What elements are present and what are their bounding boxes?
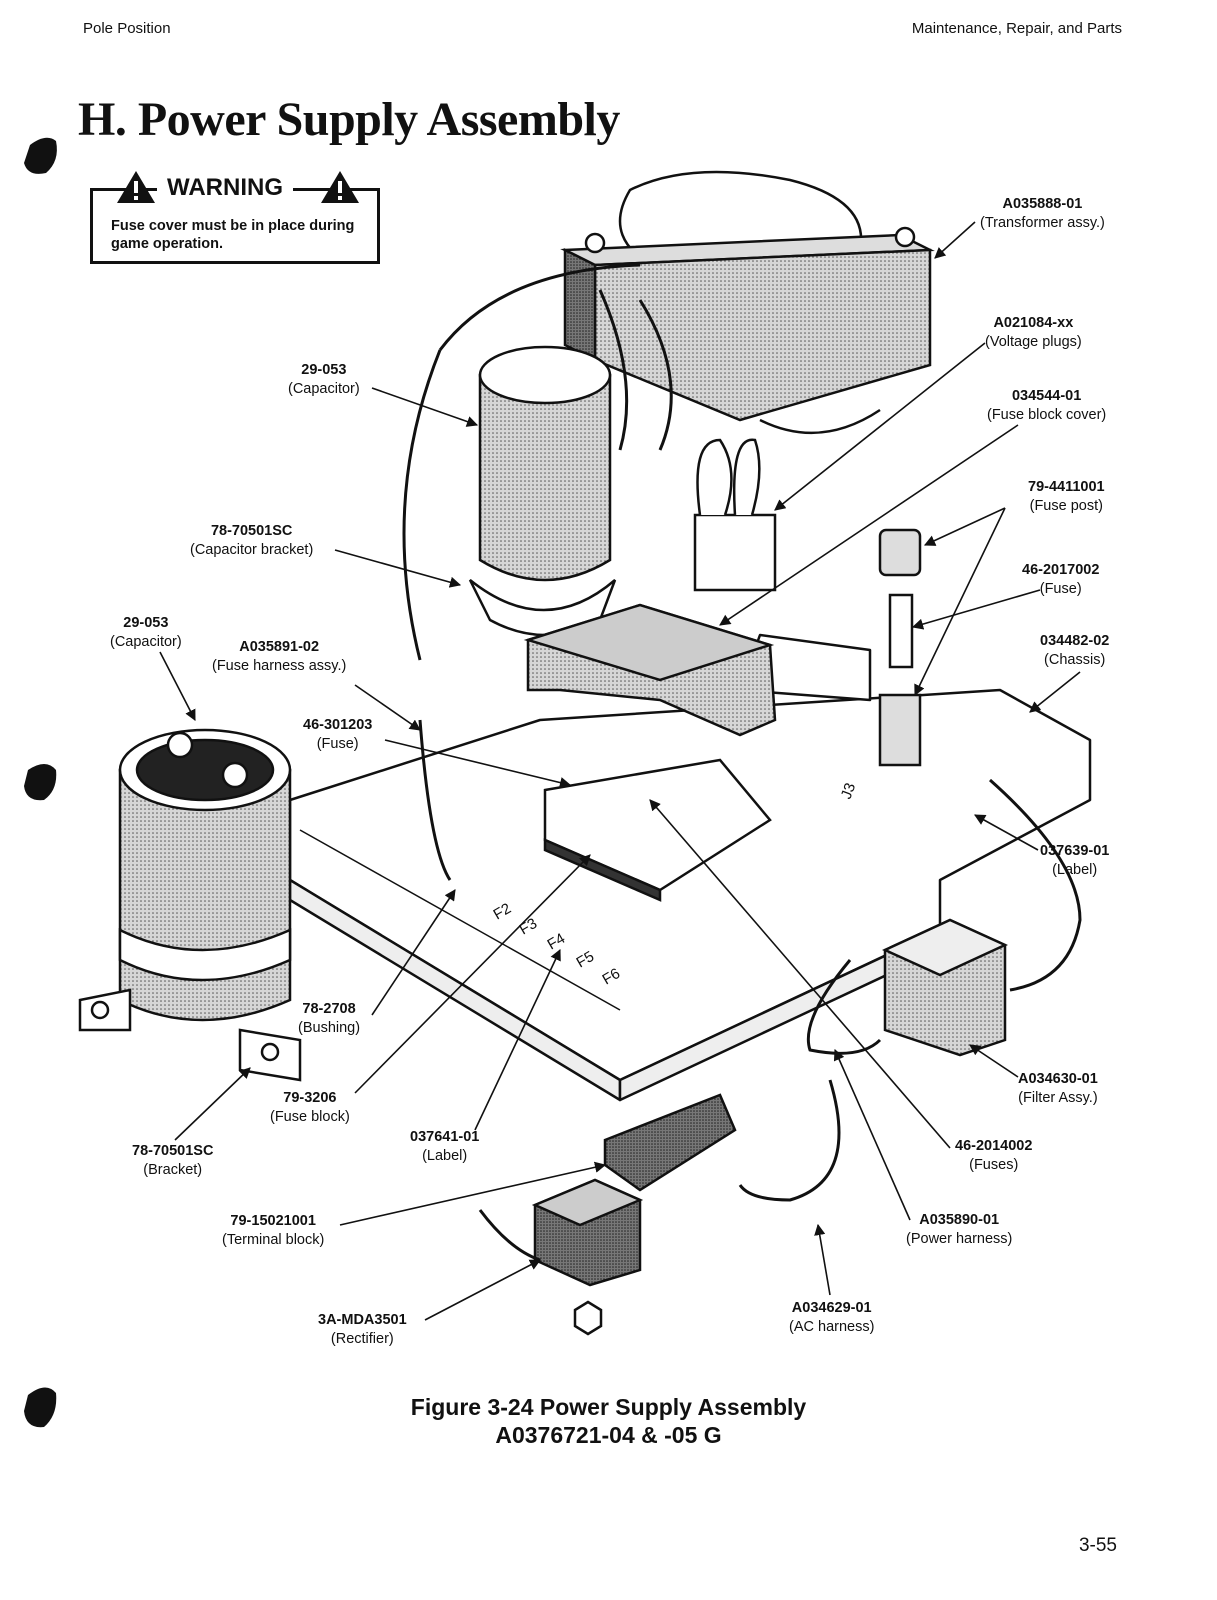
transformer [560,170,935,435]
warning-triangle-icon [321,171,359,203]
callout-fuse: 46-2017002(Fuse) [1022,562,1100,597]
warning-title: WARNING [157,174,293,202]
callout-fuse-301203: 46-301203(Fuse) [303,717,373,752]
warning-text: Fuse cover must be in place during game … [111,218,355,252]
terminal-block [603,1093,737,1192]
chassis [288,633,1092,1102]
callout-capacitor-bracket: 78-70501SC(Capacitor bracket) [190,523,314,558]
binder-mark [24,1387,57,1428]
callout-fuses: 46-2014002(Fuses) [955,1138,1033,1173]
binder-mark [24,764,57,801]
filter-assy [881,918,1009,1057]
callout-bushing: 78-2708(Bushing) [298,1001,361,1036]
leader-lines [159,221,1081,1321]
callout-fuse-block-cover: 034544-01(Fuse block cover) [987,388,1107,423]
callout-rectifier: 3A-MDA3501(Rectifier) [318,1312,407,1347]
callout-fuse-block: 79-3206(Fuse block) [270,1090,350,1125]
page-number: 3-55 [1078,1535,1117,1556]
warning-triangle-icon [117,171,155,203]
callout-fuse-post: 79-4411001(Fuse post) [1028,479,1105,514]
figure-caption: Figure 3-24 Power Supply Assembly A03767… [0,1393,1217,1449]
board-label-f6: F6 [600,965,624,988]
callout-voltage-plugs: A021084-xx(Voltage plugs) [985,315,1082,350]
callout-capacitor-small: 29-053(Capacitor) [288,362,360,397]
callout-capacitor-large: 29-053(Capacitor) [110,615,182,650]
board-label-f2: F2 [491,900,515,923]
capacitor-large [78,728,302,1082]
callout-bracket: 78-70501SC(Bracket) [132,1143,214,1178]
board-label-f4: F4 [545,930,569,953]
callout-chassis: 034482-02(Chassis) [1040,633,1110,668]
callout-label-037639: 037639-01(Label) [1040,843,1110,878]
board-labels: F2 F3 F4 F5 F6 J3 [491,781,860,989]
capacitor-small [468,345,617,637]
callout-fuse-harness-assy: A035891-02(Fuse harness assy.) [212,639,347,674]
figure-caption-part: A0376721-04 & -05 G [495,1422,722,1448]
callout-power-harness: A035890-01(Power harness) [906,1212,1013,1247]
rectifier [531,1178,644,1336]
fuse-block [543,758,772,902]
warning-box: WARNING Fuse cover must be in place duri… [90,171,380,264]
board-label-j3: J3 [838,781,859,802]
wires [402,263,1082,1262]
binder-mark [24,137,57,174]
board-label-f3: F3 [517,915,541,938]
running-header-left: Pole Position [83,20,171,37]
board-label-f5: F5 [574,948,598,971]
callout-ac-harness: A034629-01(AC harness) [789,1300,875,1335]
voltage-plug [693,438,777,592]
callout-terminal-block: 79-15021001(Terminal block) [222,1213,325,1248]
running-header-right: Maintenance, Repair, and Parts [911,20,1122,37]
callout-filter-assy: A034630-01(Filter Assy.) [1018,1071,1098,1106]
fuse-block-cover [523,603,777,737]
callout-transformer-assy: A035888-01(Transformer assy.) [980,196,1105,231]
figure-caption-title: Figure 3-24 Power Supply Assembly [410,1394,807,1420]
fuse-post [878,528,922,767]
callout-label-037641: 037641-01(Label) [410,1129,480,1164]
section-title: H. Power Supply Assembly [78,93,620,146]
